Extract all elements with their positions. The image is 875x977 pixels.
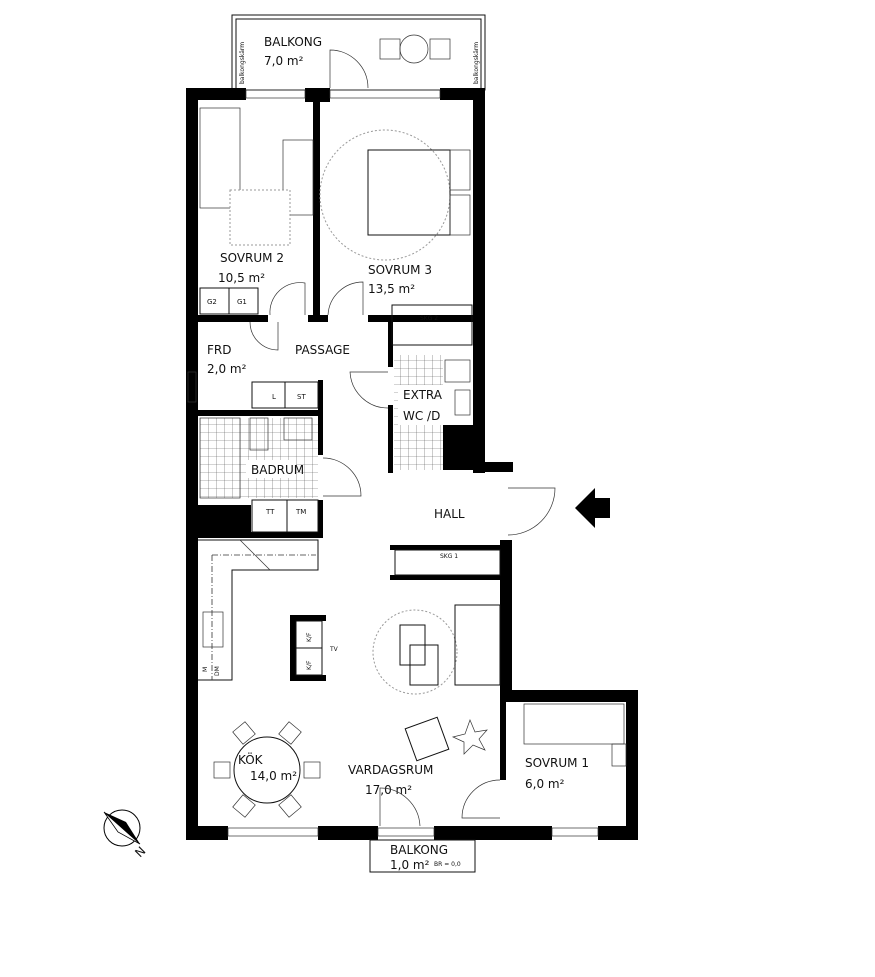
appliance-tm: TM	[295, 508, 306, 516]
door-swing	[349, 371, 389, 409]
closet-g1: G1	[237, 298, 247, 306]
bedroom-3-area: 13,5 m²	[368, 282, 415, 296]
door-swing	[269, 282, 306, 316]
armchair-icon	[404, 716, 450, 762]
balcony-bottom-area: 1,0 m²	[390, 858, 430, 872]
appliance-tt: TT	[265, 508, 275, 516]
appliance-dm: DM	[214, 666, 221, 676]
kitchen-area: 14,0 m²	[250, 769, 297, 783]
room-extra-wc: EXTRA WC /D	[394, 355, 471, 470]
room-bedroom-3: SOVRUM 3 13,5 m² SKG 2	[319, 129, 473, 346]
balcony-top: BALKONG 7,0 m² balkongskärm balkongskärm	[231, 14, 486, 91]
balcony-top-name: BALKONG	[264, 35, 322, 49]
bed-icon	[523, 703, 625, 745]
balcony-screen-label-right: balkongskärm	[473, 42, 480, 84]
patio-table-icon	[379, 34, 451, 64]
balcony-screen-label-left: balkongskärm	[239, 42, 246, 84]
closet-g2: G2	[207, 298, 217, 306]
windows	[187, 89, 599, 837]
entrance-arrow-icon	[575, 488, 610, 528]
room-hall: HALL SKG 1	[394, 487, 610, 576]
door-swing	[249, 321, 279, 351]
bed-icon	[199, 107, 241, 209]
bedroom-1-name: SOVRUM 1	[525, 756, 589, 770]
storage-area: 2,0 m²	[207, 362, 247, 376]
balcony-top-area: 7,0 m²	[264, 54, 304, 68]
shower-icon	[199, 417, 241, 499]
compass-icon	[103, 809, 141, 847]
dining-table-icon	[213, 721, 321, 818]
extra-wc-name2: WC /D	[403, 409, 440, 423]
plant-icon	[451, 719, 488, 755]
bedroom-2-name: SOVRUM 2	[220, 251, 284, 265]
sofa-icon	[454, 604, 501, 686]
compass-north-label: N	[132, 844, 148, 860]
room-bedroom-2: SOVRUM 2 10,5 m² G2 G1	[199, 107, 314, 316]
toilet-icon	[249, 417, 269, 451]
room-living: VARDAGSRUM 17,0 m²	[348, 604, 501, 827]
stove-icon	[202, 611, 224, 648]
fridge-freezer-1: K/F	[306, 632, 313, 642]
balcony-bottom-name: BALKONG	[390, 843, 448, 857]
sink-icon	[283, 417, 313, 441]
balcony-bottom-note: BR = 0,0	[434, 861, 461, 868]
balcony-door-swing	[379, 787, 421, 827]
living-name: VARDAGSRUM	[348, 763, 433, 777]
closet-skg2: SKG 2	[420, 315, 438, 322]
door-swing	[322, 457, 362, 497]
balcony-bottom: BALKONG 1,0 m² BR = 0,0	[369, 839, 476, 873]
extra-wc-name: EXTRA	[403, 388, 443, 402]
entrance-door-swing	[507, 487, 556, 536]
sink-icon	[454, 389, 471, 416]
kitchen-name: KÖK	[238, 751, 264, 767]
desk-icon	[282, 139, 314, 216]
room-bedroom-1: SOVRUM 1 6,0 m²	[523, 703, 627, 791]
hall-name: HALL	[434, 507, 465, 521]
bedroom-2-area: 10,5 m²	[218, 271, 265, 285]
walls	[186, 88, 638, 840]
north-compass: N	[103, 809, 148, 860]
laundry-st: ST	[297, 393, 306, 401]
living-area: 17,0 m²	[365, 783, 412, 797]
balcony-door-swing	[329, 49, 369, 89]
room-kitchen: M DM K/F K/F TV KÖK 14,0 m²	[198, 539, 339, 818]
room-storage-passage: FRD 2,0 m² PASSAGE L ST	[207, 321, 389, 409]
tv-label: TV	[329, 646, 339, 653]
kitchen-counter	[198, 539, 319, 681]
closet-skg1: SKG 1	[440, 553, 458, 560]
fridge-freezer-2: K/F	[306, 660, 313, 670]
room-bathroom: BADRUM TT TM	[199, 417, 362, 533]
double-bed-icon	[367, 149, 451, 236]
passage-name: PASSAGE	[295, 343, 350, 357]
toilet-icon	[444, 359, 471, 383]
bedroom-1-area: 6,0 m²	[525, 777, 565, 791]
storage-name: FRD	[207, 343, 231, 357]
door-swing	[461, 779, 501, 819]
laundry-l: L	[272, 393, 276, 401]
appliance-m: M	[202, 667, 209, 672]
bathroom-name: BADRUM	[251, 463, 304, 477]
door-swing	[327, 281, 364, 316]
bedroom-3-name: SOVRUM 3	[368, 263, 432, 277]
